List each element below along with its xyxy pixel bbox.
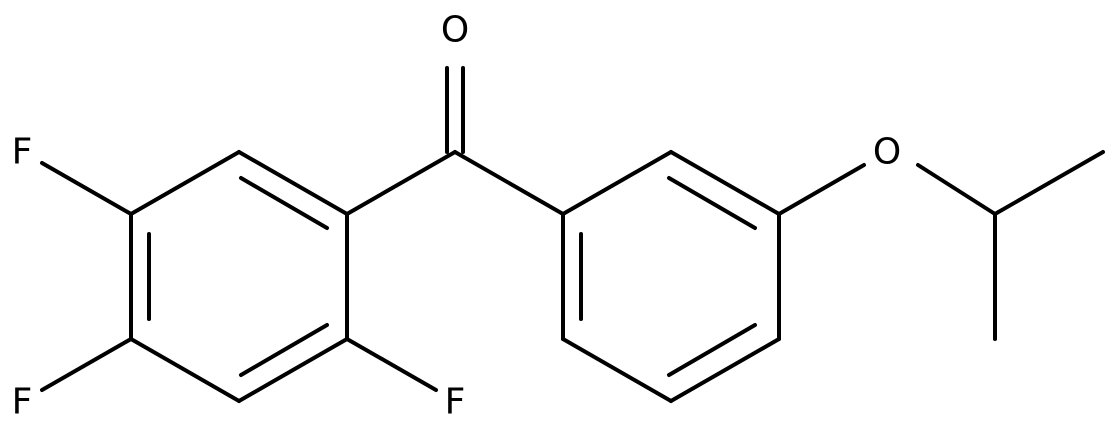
ch-to-methyl-top-bond [993,150,1105,216]
fluorine-bottom-right-label: F [445,382,466,423]
ether-oxygen-label: O [873,132,901,173]
left-ring-bond-5 [237,337,349,403]
left-ring-bond-4 [129,337,241,403]
carbonyl-to-left-ring-bond [345,150,457,216]
carbonyl-to-right-ring-bond [453,150,565,216]
left-ring-bond-2 [129,150,241,216]
carbonyl-group [345,66,565,216]
fluorine-bottom-left-bond [40,337,133,392]
right-ring-bond-4 [669,337,781,403]
left-ring-bond-1 [237,150,349,216]
trifluorophenyl-ring [129,150,349,403]
right-ring-inner-bond-1 [667,176,757,230]
left-ring-inner-bond-1 [239,176,329,230]
fluorine-top-left-bond [40,161,133,216]
right-ring-bond-2 [669,150,781,216]
carbonyl-oxygen-label: O [441,10,469,51]
fluorine-bottom-right-bond [345,337,438,392]
ring-to-ether-oxygen-bond [777,163,866,216]
right-ring-bond-5 [561,337,673,403]
phenyl-ring [561,150,781,403]
right-ring-bond-1 [561,150,673,216]
ether-oxygen-to-ch-bond [916,163,997,216]
right-ring-inner-bond-2 [667,323,757,377]
fluorine-top-left-label: F [12,132,33,173]
fluorine-bottom-left-label: F [12,382,33,423]
isopropoxy-group [777,150,1105,341]
left-ring-inner-bond-3 [239,323,329,377]
